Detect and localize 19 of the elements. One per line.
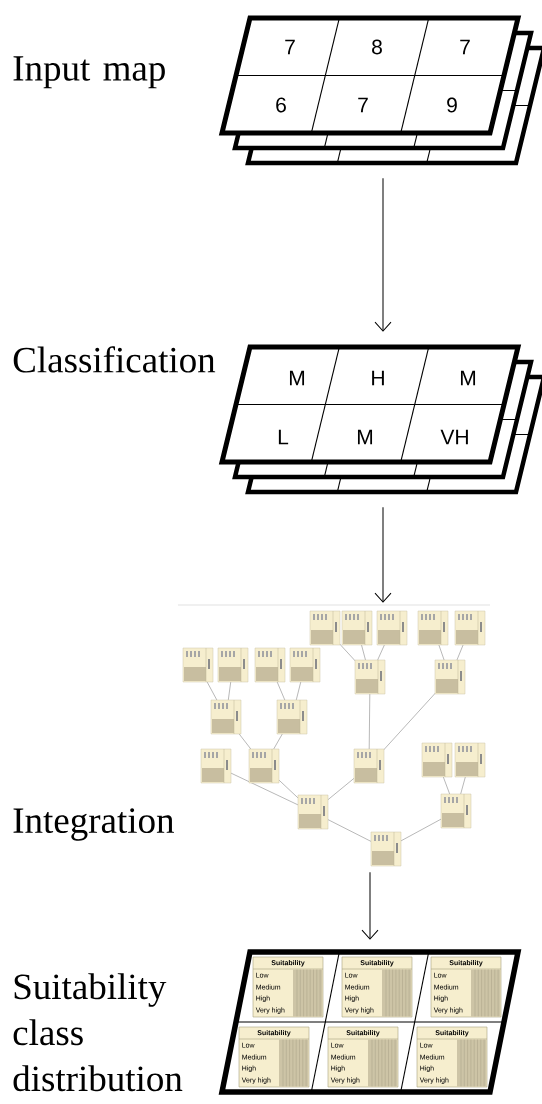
cell-value: L <box>278 429 289 445</box>
stage-label: Classification <box>13 346 216 373</box>
stage-label: Suitability class distribution <box>13 973 183 1092</box>
network-drawing <box>177 604 491 867</box>
cell-value: M <box>358 429 373 445</box>
stage-label: Input map <box>13 56 165 89</box>
cell-value: 8 <box>372 39 382 55</box>
cell-value: VH <box>440 429 468 445</box>
cell-value: H <box>372 370 384 386</box>
arrow <box>361 871 379 940</box>
cell-value: M <box>461 370 476 386</box>
cell-value: 7 <box>358 97 368 113</box>
cell-value: 9 <box>447 97 457 113</box>
cell-value: 6 <box>276 97 286 113</box>
cell-value: 7 <box>460 39 470 55</box>
arrow <box>374 506 392 603</box>
cell-value: 7 <box>285 39 295 55</box>
cell-value: M <box>290 370 305 386</box>
arrow <box>374 177 392 332</box>
